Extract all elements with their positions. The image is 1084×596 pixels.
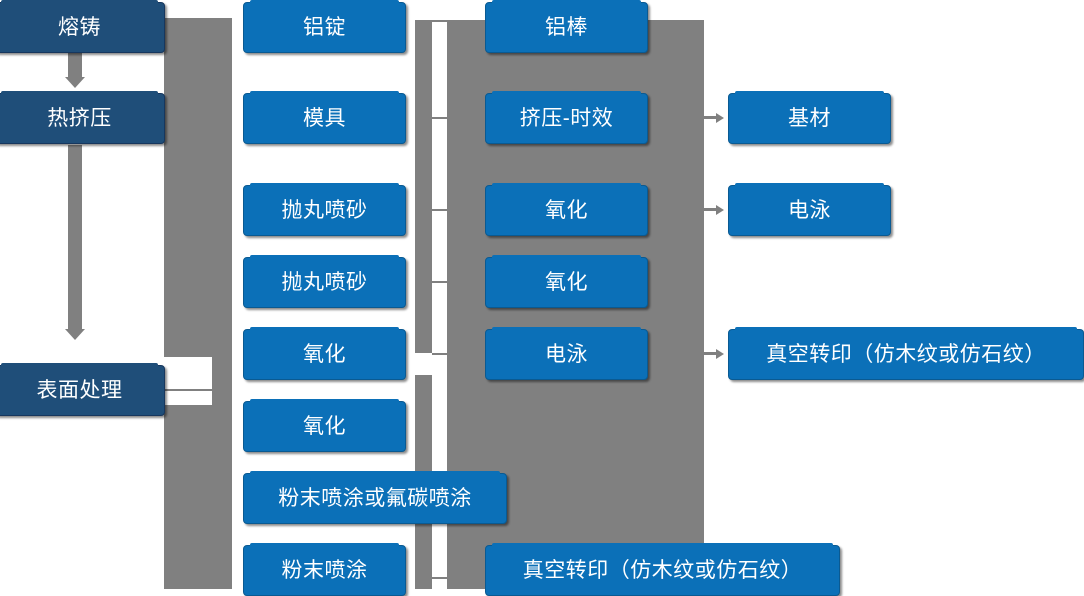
node-oxidation-1[interactable]: 氧化 xyxy=(243,327,406,380)
stage-surface-treatment-label: 表面处理 xyxy=(36,378,123,402)
tie-ingot xyxy=(418,20,450,22)
node-electrophoresis-2[interactable]: 电泳 xyxy=(728,183,891,236)
node-oxidation-1-label: 氧化 xyxy=(303,342,346,366)
node-shot-blasting-2-label: 抛丸喷砂 xyxy=(281,270,368,294)
arrow-band-to-base-material xyxy=(704,112,724,123)
arrow-trunk-to-ingot xyxy=(220,18,232,36)
connector-meltcast-to-extrusion-arrow xyxy=(65,77,85,88)
arrow-trunk-to-powder-fluoro xyxy=(220,489,232,507)
stage-melt-cast-label: 熔铸 xyxy=(58,15,101,39)
connector-surface-stub xyxy=(165,389,213,391)
node-vacuum-transfer-2-label: 真空转印（仿木纹或仿石纹） xyxy=(766,342,1046,366)
node-vacuum-transfer-1-label: 真空转印（仿木纹或仿石纹） xyxy=(522,558,803,582)
tie-powder-coating xyxy=(432,577,450,579)
arrow-band-to-electrophoresis xyxy=(704,204,724,215)
node-shot-blasting-1[interactable]: 抛丸喷砂 xyxy=(243,183,406,236)
node-base-material[interactable]: 基材 xyxy=(728,91,891,144)
node-powder-coating[interactable]: 粉末喷涂 xyxy=(243,543,406,596)
node-extrusion-aging-label: 挤压-时效 xyxy=(519,106,614,130)
connector-extrusion-to-surface-arrow xyxy=(65,329,85,340)
node-aluminum-ingot[interactable]: 铝锭 xyxy=(243,0,406,53)
node-oxidation-4-label: 氧化 xyxy=(545,270,588,294)
node-extrusion-aging[interactable]: 挤压-时效 xyxy=(485,91,648,144)
node-oxidation-2-label: 氧化 xyxy=(303,414,346,438)
node-base-material-label: 基材 xyxy=(788,106,831,130)
node-oxidation-3-label: 氧化 xyxy=(545,198,588,222)
arrow-trunk-to-blasting-1 xyxy=(220,201,232,219)
node-powder-coating-label: 粉末喷涂 xyxy=(281,558,368,582)
tie-oxidation-1 xyxy=(432,353,450,355)
node-mould-label: 模具 xyxy=(303,106,346,130)
node-oxidation-4[interactable]: 氧化 xyxy=(485,255,648,308)
tie-mould xyxy=(432,117,450,119)
arrow-trunk-to-oxidation-1 xyxy=(220,345,232,363)
stage-surface-treatment[interactable]: 表面处理 xyxy=(0,363,165,416)
node-powder-or-fluorocarbon-coating[interactable]: 粉末喷涂或氟碳喷涂 xyxy=(243,471,507,524)
node-aluminum-ingot-label: 铝锭 xyxy=(303,15,346,39)
arrow-trunk-to-powder-coating xyxy=(220,561,232,579)
arrow-trunk-to-oxidation-2 xyxy=(220,417,232,435)
tie-blasting-2 xyxy=(432,281,450,283)
node-vacuum-transfer-1[interactable]: 真空转印（仿木纹或仿石纹） xyxy=(485,543,840,596)
connector-trunk-left-notch xyxy=(164,357,212,405)
connector-extrusion-to-surface-stem xyxy=(68,145,82,330)
arrow-trunk-to-blasting-2 xyxy=(220,273,232,291)
node-electrophoresis-2-label: 电泳 xyxy=(788,198,831,222)
stage-hot-extrusion-label: 热挤压 xyxy=(47,106,112,130)
node-electrophoresis-1-label: 电泳 xyxy=(545,342,588,366)
node-mould[interactable]: 模具 xyxy=(243,91,406,144)
node-shot-blasting-1-label: 抛丸喷砂 xyxy=(281,198,368,222)
connector-collector-upper xyxy=(415,20,432,353)
node-electrophoresis-1[interactable]: 电泳 xyxy=(485,327,648,380)
arrow-trunk-to-mould xyxy=(220,109,232,127)
node-aluminum-bar-label: 铝棒 xyxy=(545,15,588,39)
node-powder-or-fluorocarbon-coating-label: 粉末喷涂或氟碳喷涂 xyxy=(278,486,472,510)
stage-hot-extrusion[interactable]: 热挤压 xyxy=(0,91,165,144)
arrow-band-to-vacuum-transfer xyxy=(704,348,724,359)
stage-melt-cast[interactable]: 熔铸 xyxy=(0,0,165,53)
node-vacuum-transfer-2[interactable]: 真空转印（仿木纹或仿石纹） xyxy=(728,327,1084,380)
node-aluminum-bar[interactable]: 铝棒 xyxy=(485,0,648,53)
node-oxidation-3[interactable]: 氧化 xyxy=(485,183,648,236)
node-oxidation-2[interactable]: 氧化 xyxy=(243,399,406,452)
tie-blasting-1 xyxy=(432,209,450,211)
connector-meltcast-to-extrusion-stem xyxy=(68,53,82,79)
node-shot-blasting-2[interactable]: 抛丸喷砂 xyxy=(243,255,406,308)
